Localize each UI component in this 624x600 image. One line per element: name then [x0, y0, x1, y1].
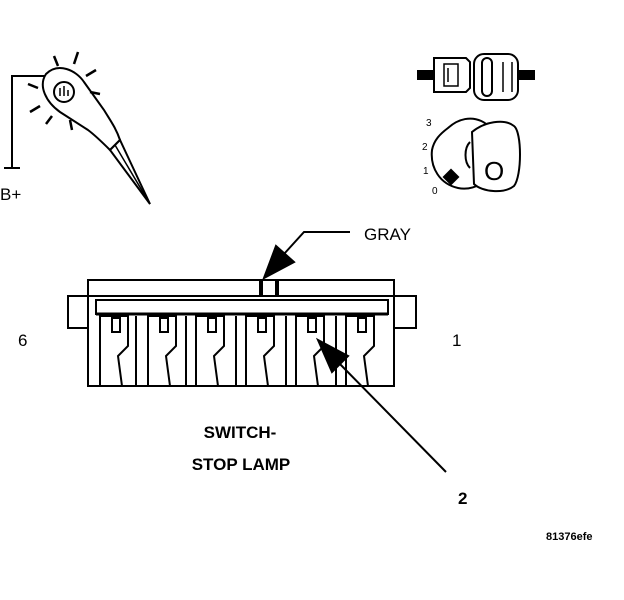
pin-number-right: 1 [452, 331, 461, 350]
terminal-cavities [99, 315, 375, 387]
disconnect-icon [417, 53, 535, 101]
test-light-icon [4, 51, 151, 205]
component-name-line1: SWITCH- [204, 423, 277, 442]
terminal-rail [95, 299, 389, 315]
key-symbol: O [484, 156, 504, 186]
key-position-0: 0 [432, 186, 438, 197]
ground-wire [11, 75, 50, 168]
male-half [433, 57, 471, 93]
pin-number-left: 6 [18, 331, 27, 350]
key-position-2: 2 [422, 142, 428, 153]
key-position-1: 1 [423, 166, 429, 177]
figure-id: 81376efe [546, 531, 593, 543]
probe-body [41, 67, 122, 152]
component-name-line2: STOP LAMP [192, 455, 291, 474]
callout-arrow [315, 337, 447, 473]
light-rays [27, 51, 101, 131]
tester-label: B+ [0, 185, 21, 204]
key-position-3: 3 [426, 118, 432, 129]
wire-color-label: GRAY [364, 225, 411, 244]
ignition-key-icon [430, 117, 521, 192]
gray-callout [262, 231, 350, 281]
right-ear [391, 295, 417, 329]
connector-body [67, 279, 417, 387]
callout-number: 2 [458, 489, 467, 508]
